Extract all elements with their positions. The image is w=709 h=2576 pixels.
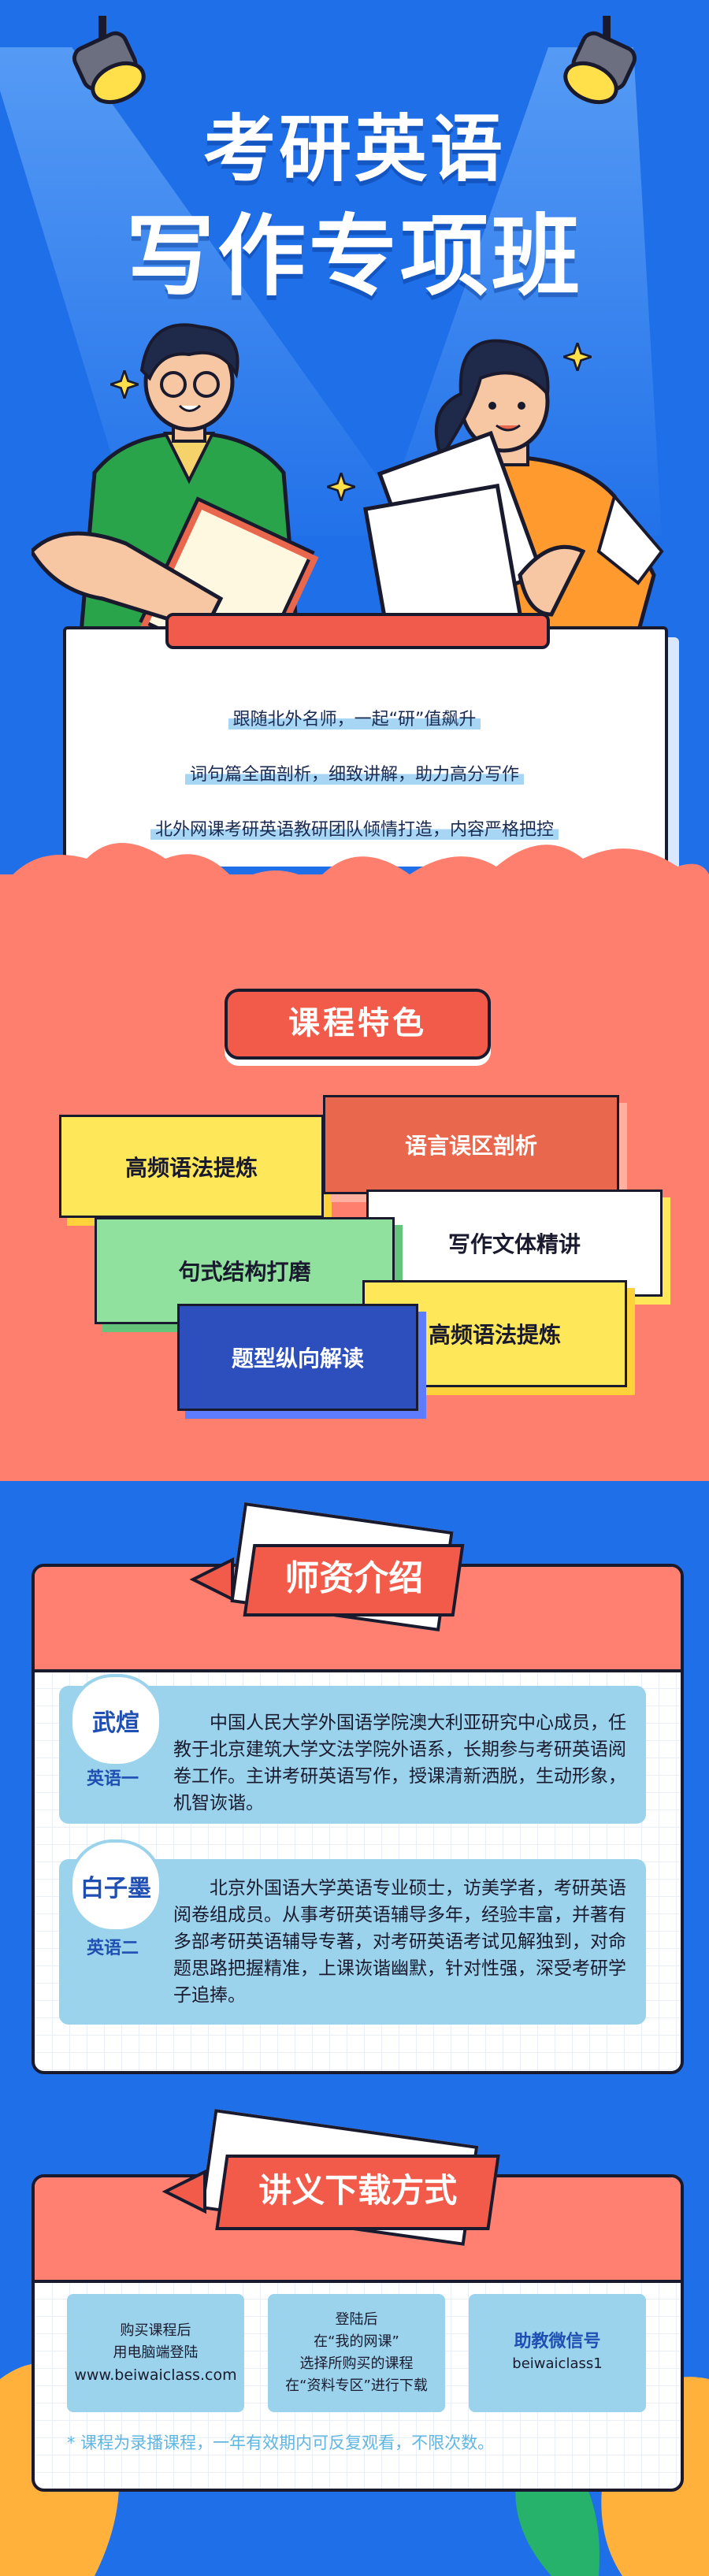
teachers-title: 师资介绍 [243, 1544, 465, 1616]
feature-card: 题型纵向解读 [177, 1304, 418, 1411]
download-step-3: 助教微信号 beiwaiclass1 [469, 2294, 646, 2412]
teacher-bio: 北京外国语大学英语专业硕士，访美学者，考研英语阅卷组成员。从事考研英语辅导多年，… [173, 1878, 626, 2006]
download-title: 讲义下载方式 [215, 2155, 500, 2230]
sparkle-icon [110, 370, 139, 399]
download-step-1: 购买课程后 用电脑端登陆 www.beiwaiclass.com [67, 2294, 244, 2412]
step-text: 登陆后 [335, 2311, 378, 2328]
step-text: 在“资料专区”进行下载 [285, 2377, 428, 2394]
intro-line: 词句篇全面剖析，细致讲解，助力高分写作 [0, 760, 709, 785]
wechat-id: beiwaiclass1 [512, 2355, 603, 2372]
footnote: * 课程为录播课程，一年有效期内可反复观看，不限次数。 [67, 2433, 495, 2452]
page-title-line1: 考研英语 [202, 107, 506, 191]
wechat-label: 助教微信号 [514, 2332, 601, 2351]
download-step-2: 登陆后 在“我的网课” 选择所购买的课程 在“资料专区”进行下载 [268, 2294, 445, 2412]
spotlight-icon [563, 16, 637, 105]
website-link[interactable]: www.beiwaiclass.com [74, 2366, 237, 2384]
step-text: 选择所购买的课程 [299, 2355, 414, 2372]
hero-section: 考研英语 写作专项班 [0, 0, 709, 867]
spotlight-icon [72, 16, 146, 105]
step-text: 购买课程后 [120, 2322, 191, 2339]
teacher-subject: 英语一 [86, 1769, 139, 1789]
teacher-name: 武煊 [69, 1674, 162, 1767]
teacher-subject: 英语二 [86, 1939, 139, 1958]
sparkle-icon [563, 343, 592, 371]
clipboard-clip [165, 613, 550, 649]
arrow-decoration [189, 1557, 234, 1602]
sparkle-icon [327, 473, 355, 501]
features-badge: 课程特色 [225, 989, 491, 1060]
teacher-name: 白子墨 [69, 1839, 162, 1932]
teacher-bio: 中国人民大学外国语学院澳大利亚研究中心成员，任教于北京建筑大学文法学院外语系，长… [173, 1713, 626, 1813]
step-text: 在“我的网课” [314, 2333, 399, 2350]
intro-line: 跟随北外名师，一起“研”值飙升 [0, 705, 709, 730]
feature-card: 语言误区剖析 [323, 1095, 619, 1194]
intro-line: 北外网课考研英语教研团队倾情打造，内容严格把控 [0, 815, 709, 841]
step-text: 用电脑端登陆 [113, 2344, 199, 2361]
page-title-line2: 写作专项班 [126, 206, 583, 308]
cloud-divider [0, 843, 709, 953]
feature-card: 高频语法提炼 [59, 1115, 324, 1218]
arrow-decoration [161, 2169, 206, 2214]
students-illustration [32, 323, 664, 662]
